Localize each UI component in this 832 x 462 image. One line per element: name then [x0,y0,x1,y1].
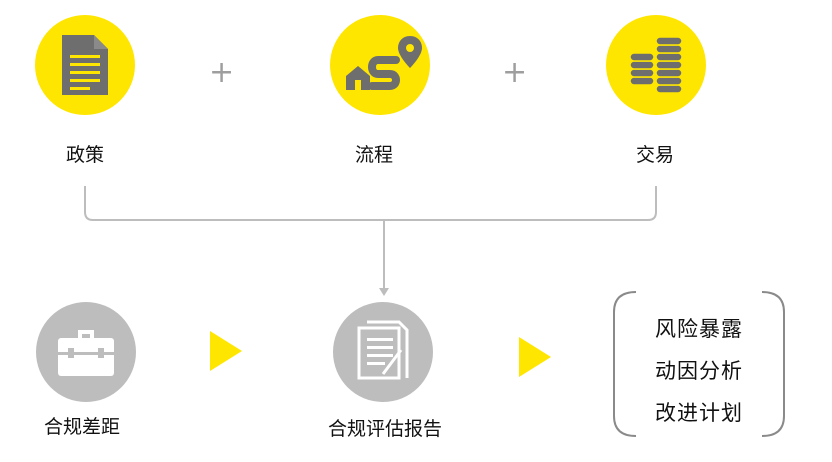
plus-sign-1: + [209,55,235,90]
briefcase-icon [58,330,114,376]
arrow-right-icon-1 [210,331,242,371]
bracket-connector [84,186,657,296]
policy-circle [35,15,135,115]
coins-icon [629,36,683,94]
outcome-cause-analysis: 动因分析 [655,359,743,383]
plus-sign-2: + [502,55,528,90]
gap-circle [36,302,136,402]
route-icon [346,36,422,90]
process-label: 流程 [354,144,393,166]
process-circle [330,15,430,115]
outcome-improvement-plan: 改进计划 [655,401,743,425]
gap-label: 合规差距 [43,416,120,438]
arrow-right-icon-2 [519,337,551,377]
transaction-circle [606,15,706,115]
report-circle [333,302,433,402]
report-icon [357,320,409,380]
transaction-label: 交易 [635,144,674,166]
document-icon [62,35,108,95]
report-label: 合规评估报告 [327,418,442,440]
policy-label: 政策 [65,144,104,166]
outcome-risk-exposure: 风险暴露 [655,317,743,341]
